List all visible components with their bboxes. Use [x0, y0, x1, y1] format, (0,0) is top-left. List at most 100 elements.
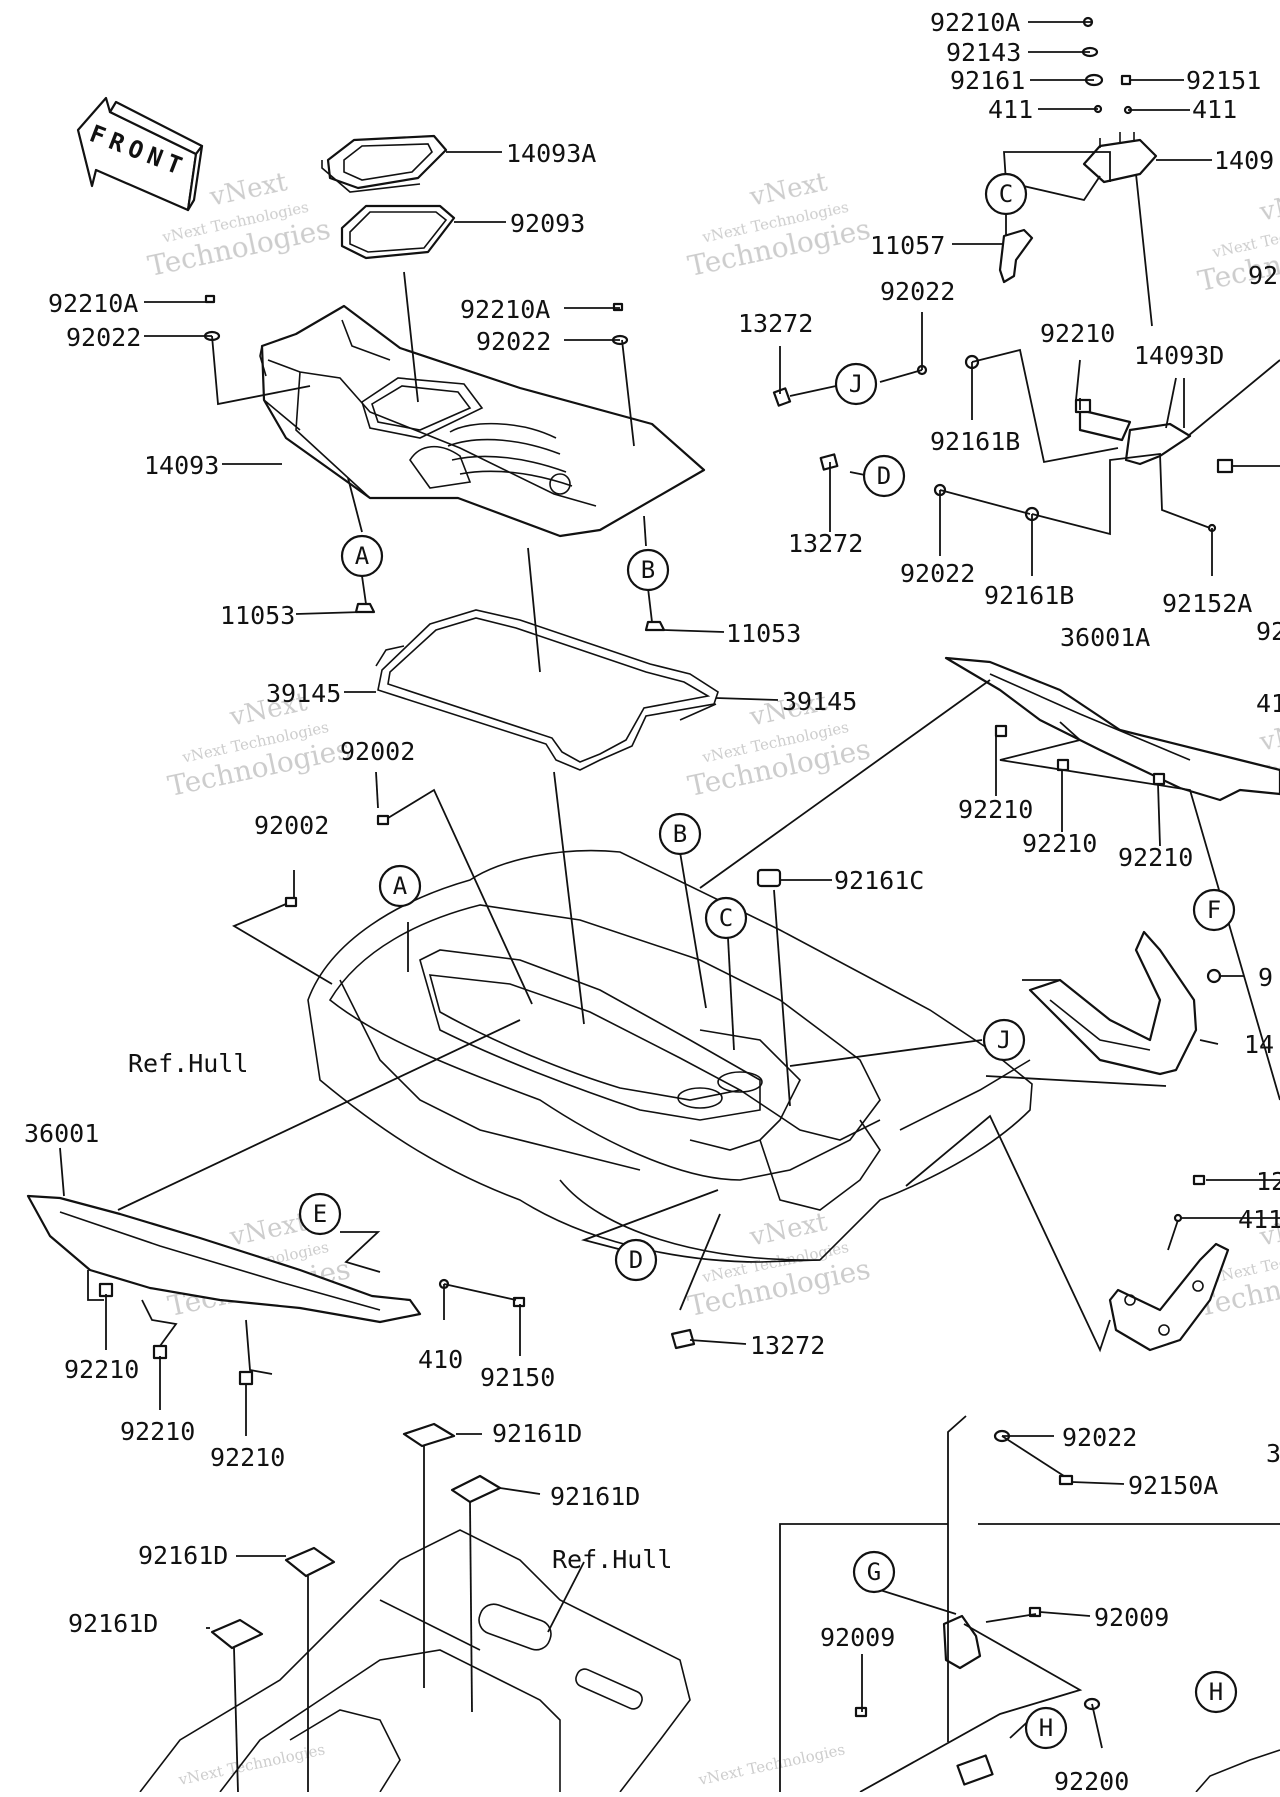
part-label: 92152A	[1162, 589, 1252, 618]
part-label: 92009	[820, 1623, 895, 1652]
part-label: 410	[418, 1345, 463, 1374]
svg-text:A: A	[393, 872, 408, 900]
part-label: 36001A	[1060, 623, 1150, 652]
part-label: 9	[1258, 963, 1273, 992]
svg-text:A: A	[355, 542, 370, 570]
part-label: 92022	[66, 323, 141, 352]
callout-H-2: H	[1194, 1670, 1238, 1714]
part-label: 92210	[1022, 829, 1097, 858]
callout-C-2: C	[704, 896, 748, 940]
deck-mat-14093	[259, 304, 706, 538]
callout-C-1: C	[984, 172, 1028, 216]
svg-text:B: B	[641, 556, 655, 584]
part-label: 11053	[220, 601, 295, 630]
cover-right-center	[1028, 930, 1198, 1076]
callout-G: G	[852, 1550, 896, 1594]
part-label: 14093A	[506, 139, 596, 168]
svg-text:D: D	[877, 462, 891, 490]
leader-lines	[59, 21, 1280, 1793]
callout-B-2: B	[658, 812, 702, 856]
part-label: 39145	[266, 679, 341, 708]
part-label: 92210	[210, 1443, 285, 1472]
callout-J-1: J	[834, 362, 878, 406]
part-label: 92161D	[68, 1609, 158, 1638]
part-label: 12	[1256, 1167, 1280, 1196]
svg-text:H: H	[1209, 1678, 1223, 1706]
svg-text:D: D	[629, 1246, 643, 1274]
part-labels: 92210A 92143 92161 92151 411 411 1409 11…	[24, 8, 1280, 1796]
svg-text:vNext Technologies: vNext Technologies	[696, 1740, 846, 1789]
part-label: 92150	[480, 1363, 555, 1392]
svg-text:vNext Technologies: vNext Technologies	[176, 1740, 326, 1789]
part-label: 92161	[950, 66, 1025, 95]
callout-D-1: D	[862, 454, 906, 498]
part-label: 13272	[788, 529, 863, 558]
bracket-G	[942, 1614, 994, 1786]
hatch-frame-14093A	[321, 134, 448, 193]
part-label: 92200	[1054, 1767, 1129, 1792]
part-label: 92	[1256, 617, 1280, 646]
callout-B-1: B	[626, 548, 670, 592]
part-label: 92210	[1118, 843, 1193, 872]
svg-text:vNext: vNext	[1256, 182, 1280, 228]
svg-text:H: H	[1039, 1714, 1053, 1742]
part-label: 14093	[144, 451, 219, 480]
svg-text:F: F	[1207, 896, 1221, 924]
hull-lower	[139, 1529, 1280, 1793]
callout-A-1: A	[340, 534, 384, 578]
part-label: 92009	[1094, 1603, 1169, 1632]
part-label: 14	[1244, 1030, 1274, 1059]
side-panel-36001A	[944, 656, 1280, 802]
part-label: 92022	[900, 559, 975, 588]
part-label: 92161D	[550, 1482, 640, 1511]
part-label: 92210A	[48, 289, 138, 318]
bracket-11057	[998, 228, 1034, 284]
part-label: 92161D	[138, 1541, 228, 1570]
callout-A-2: A	[378, 864, 422, 908]
bracket-1409	[1082, 132, 1158, 184]
gasket-92093	[340, 204, 456, 260]
part-label: 13272	[738, 309, 813, 338]
svg-text:J: J	[849, 370, 863, 398]
callout-E: E	[298, 1192, 342, 1236]
pads-92161D	[210, 1422, 502, 1650]
part-label: 92002	[340, 737, 415, 766]
bracket-lower-right	[1108, 1242, 1230, 1352]
watermark-11: vNext Technologies	[696, 1740, 846, 1789]
part-label: 92161C	[834, 866, 924, 895]
part-label: 411	[988, 95, 1033, 124]
part-label: 92210A	[460, 295, 550, 324]
part-label: 14093D	[1134, 341, 1224, 370]
part-label: 92151	[1186, 66, 1261, 95]
svg-text:G: G	[867, 1558, 881, 1586]
callout-D-2: D	[614, 1238, 658, 1282]
part-label: 1409	[1214, 146, 1274, 175]
callout-F: F	[1192, 888, 1236, 932]
hull-upper	[307, 849, 1033, 1263]
part-label: 13272	[750, 1331, 825, 1360]
part-label: 92210	[1040, 319, 1115, 348]
part-label: 92143	[946, 38, 1021, 67]
svg-text:B: B	[673, 820, 687, 848]
side-panel-36001	[26, 1194, 422, 1324]
part-label: 411	[1192, 95, 1237, 124]
part-label: 411	[1238, 1205, 1280, 1234]
part-label: 11053	[726, 619, 801, 648]
part-label: 92	[1248, 261, 1278, 290]
svg-text:vNext: vNext	[1256, 712, 1280, 758]
seal-39145	[375, 609, 719, 771]
part-label: 92210	[958, 795, 1033, 824]
watermark-10: vNext Technologies	[176, 1740, 326, 1789]
callout-H-1: H	[1024, 1706, 1068, 1750]
part-label: 41	[1256, 689, 1280, 718]
part-label: 36001	[24, 1119, 99, 1148]
part-label: 92150A	[1128, 1471, 1218, 1500]
part-label: 92210	[64, 1355, 139, 1384]
bracket-14093D	[1074, 398, 1234, 474]
front-arrow-icon: FRONT	[76, 96, 204, 212]
part-label: 11057	[870, 231, 945, 260]
part-label: 39145	[782, 687, 857, 716]
part-label: Ref.Hull	[128, 1049, 248, 1078]
part-label: 92002	[254, 811, 329, 840]
